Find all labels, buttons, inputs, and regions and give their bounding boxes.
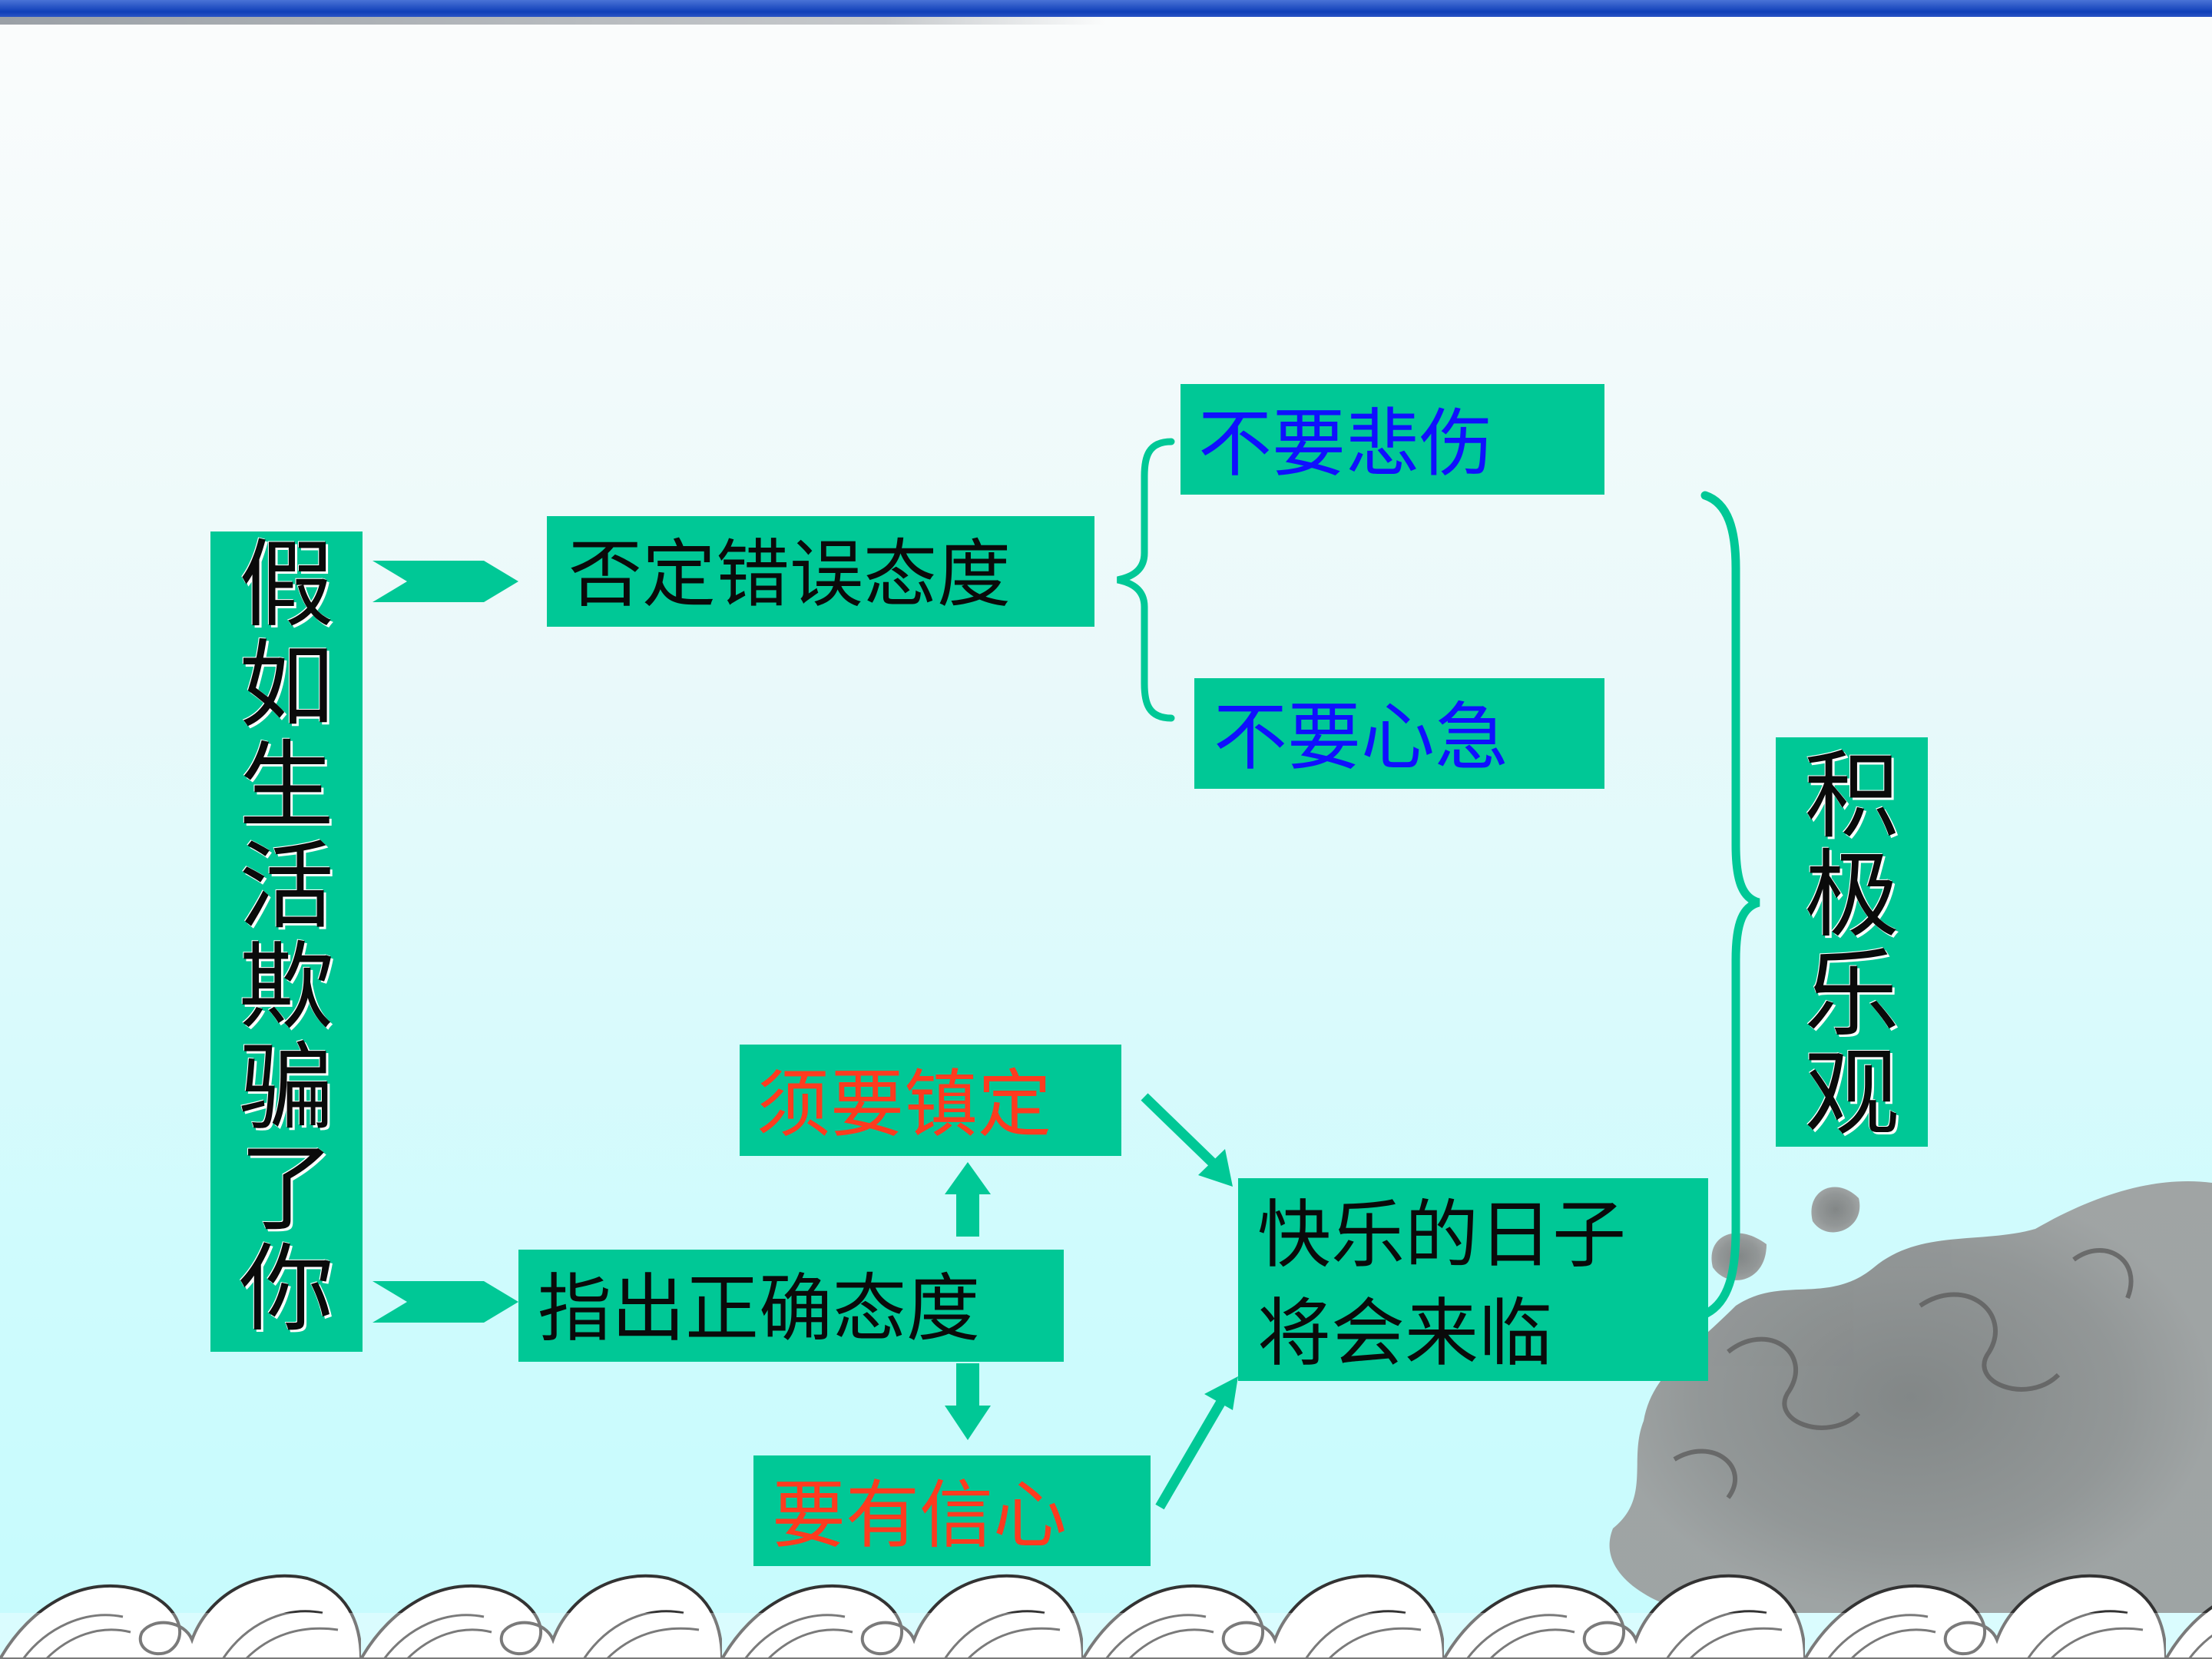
top-child-2-label: 不要心急 [1214, 694, 1508, 780]
arrow-diagonal-top [1141, 1093, 1221, 1171]
conclusion-node-text: 积极乐观 [1776, 749, 1928, 1145]
arrow-up-head [945, 1162, 991, 1194]
root-char-1: 假如生活欺骗了你 [210, 538, 363, 1343]
bottom-child-up-label: 须要镇定 [757, 1061, 1051, 1147]
brace-conclusion [1700, 491, 1760, 1318]
chevron-arrow-top [373, 561, 518, 602]
arrow-diagonal-bottom-head [1204, 1376, 1238, 1410]
arrow-down-head [945, 1406, 991, 1440]
result-label-line-1: 快乐的日子 [1257, 1192, 1626, 1278]
conclchars-char: 积 [1803, 741, 1899, 852]
rootchars-char: 欺 [238, 932, 334, 1043]
arrow-diagonal-bottom [1155, 1399, 1226, 1510]
title-bar [0, 0, 2212, 17]
chevron-arrow-bottom [373, 1281, 518, 1323]
top-child-2-node [1194, 678, 1604, 789]
top-child-1-label: 不要悲伤 [1198, 401, 1493, 487]
result-label-line-2: 将会来临 [1257, 1290, 1552, 1376]
conclusion-node [1776, 737, 1928, 1147]
top-child-1-node [1181, 384, 1604, 495]
bottom-child-down-node [753, 1455, 1151, 1566]
branch-top-label: 否定错误态度 [568, 531, 1011, 618]
root-node-text: 假如生活欺骗了你 [210, 538, 363, 1343]
bottom-child-down-label: 要有信心 [772, 1472, 1067, 1558]
root-node [210, 531, 363, 1352]
rootchars-char: 你 [238, 1234, 334, 1345]
rootchars-char: 如 [238, 631, 334, 741]
branch-bottom-node [518, 1250, 1064, 1362]
conclusion-chars: 积极乐观 [1776, 749, 1928, 1145]
arrow-up-shaft [956, 1192, 979, 1237]
branch-top-node [547, 516, 1094, 627]
conclchars-char: 乐 [1803, 939, 1899, 1050]
arrow-diagonal-top-head [1198, 1149, 1233, 1187]
arrow-down-shaft [956, 1363, 979, 1408]
bottom-child-up-node [740, 1045, 1121, 1156]
branch-bottom-label: 指出正确态度 [538, 1266, 980, 1352]
conclchars-char: 极 [1803, 840, 1899, 951]
brace-top-branch [1117, 438, 1175, 722]
rootchars-char: 骗 [238, 1033, 334, 1144]
title-bar-shadow [0, 17, 1106, 25]
rootchars-char: 了 [238, 1134, 334, 1244]
rootchars-char: 活 [238, 832, 334, 942]
result-node [1238, 1178, 1708, 1381]
conclchars-char: 观 [1803, 1038, 1899, 1149]
rootchars-char: 假 [238, 530, 334, 641]
rootchars-char: 生 [238, 731, 334, 842]
